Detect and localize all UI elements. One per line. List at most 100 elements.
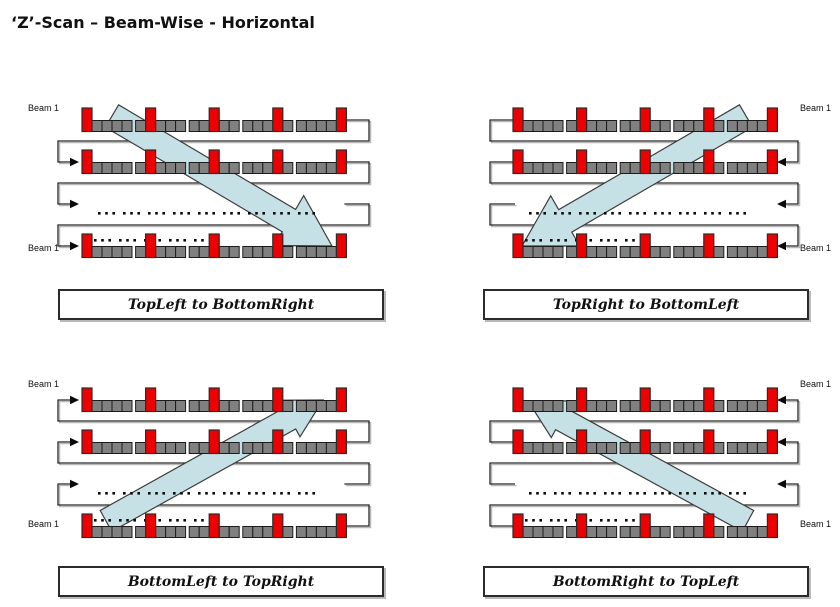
ellipsis-dot: [611, 212, 614, 215]
ellipsis-dot: [198, 492, 201, 495]
detector-cell: [325, 400, 337, 412]
detector-cell: [756, 120, 768, 132]
scan-path-line: [489, 119, 799, 163]
beam-marker: [335, 107, 347, 133]
beam-marker: [272, 233, 284, 259]
ellipsis-dot: [589, 519, 592, 522]
ellipsis-dot: [532, 519, 535, 522]
beam-marker: [81, 429, 93, 455]
detector-cell: [619, 162, 631, 174]
ellipsis-dot: [126, 239, 129, 242]
ellipsis-dot: [550, 519, 553, 522]
detector-cell: [242, 400, 254, 412]
ellipsis-dot: [105, 492, 108, 495]
ellipsis-dot: [194, 239, 197, 242]
detector-cell: [619, 120, 631, 132]
detector-cell: [726, 162, 738, 174]
detector-cell: [566, 442, 578, 454]
detector-cell: [155, 120, 167, 132]
detector-cell: [198, 120, 210, 132]
ellipsis-dot: [98, 492, 101, 495]
ellipsis-dot: [112, 492, 115, 495]
beam-label: Beam 1: [800, 379, 832, 389]
detector-cell: [673, 162, 685, 174]
detector-cell: [198, 246, 210, 258]
beam-marker: [81, 149, 93, 175]
ellipsis-dot: [679, 492, 682, 495]
beam-marker: [335, 429, 347, 455]
beam-marker: [335, 149, 347, 175]
detector-cell: [155, 442, 167, 454]
ellipsis-dot: [230, 212, 233, 215]
detector-cell: [629, 442, 641, 454]
beam-marker: [639, 429, 651, 455]
detector-cell: [165, 526, 177, 538]
ellipsis-dot: [230, 492, 233, 495]
beam-row: [512, 149, 779, 175]
detector-cell: [726, 526, 738, 538]
ellipsis-dot: [223, 212, 226, 215]
ellipsis-dot: [173, 492, 176, 495]
detector-cell: [746, 162, 758, 174]
detector-cell: [606, 246, 618, 258]
detector-cell: [242, 162, 254, 174]
scan-path-line: [57, 119, 370, 163]
ellipsis-dot: [255, 212, 258, 215]
ellipsis-dot: [158, 239, 161, 242]
ellipsis-dot: [625, 239, 628, 242]
ellipsis-dot: [686, 492, 689, 495]
detector-cell: [683, 120, 695, 132]
ellipsis-dot: [668, 492, 671, 495]
beam-marker: [81, 387, 93, 413]
detector-cell: [542, 162, 554, 174]
beam-marker: [703, 233, 715, 259]
detector-cell: [165, 442, 177, 454]
ellipsis-dot: [162, 212, 165, 215]
ellipsis-dot: [212, 492, 215, 495]
ellipsis-dot: [148, 492, 151, 495]
detector-cell: [659, 246, 671, 258]
detector-cell: [175, 162, 187, 174]
detector-cell: [295, 526, 307, 538]
detector-cell: [756, 162, 768, 174]
detector-cell: [746, 442, 758, 454]
beam-row: [512, 107, 779, 133]
beam-marker: [145, 233, 157, 259]
ellipsis-dot: [614, 519, 617, 522]
scan-path-line: [489, 203, 799, 247]
beam-marker: [766, 233, 779, 259]
detector-cell: [165, 246, 177, 258]
ellipsis-dot: [668, 212, 671, 215]
ellipsis-dot: [119, 519, 122, 522]
beam-marker: [81, 233, 93, 259]
detector-cell: [262, 526, 274, 538]
detector-cell: [242, 442, 254, 454]
ellipsis-dot: [262, 212, 265, 215]
beam-marker: [145, 429, 157, 455]
detector-cell: [252, 162, 264, 174]
ellipsis-dot: [255, 492, 258, 495]
beam-row: [81, 233, 347, 259]
detector-cell: [305, 120, 317, 132]
detector-cell: [713, 162, 725, 174]
beam-row: [512, 387, 779, 413]
ellipsis-dot: [248, 212, 251, 215]
beam-marker: [703, 387, 715, 413]
beam-row: [512, 233, 779, 259]
detector-cell: [566, 162, 578, 174]
detector-cell: [305, 162, 317, 174]
ellipsis-dot: [579, 492, 582, 495]
ellipsis-dot: [593, 212, 596, 215]
ellipsis-dot: [686, 212, 689, 215]
ellipsis-dot: [133, 519, 136, 522]
ellipsis-dot: [287, 212, 290, 215]
detector-cell: [101, 246, 113, 258]
detector-cell: [262, 400, 274, 412]
detector-cell: [91, 162, 103, 174]
beam-marker: [145, 513, 157, 539]
detector-cell: [736, 526, 748, 538]
scan-path-arrowhead: [70, 479, 79, 489]
beam-row: [81, 149, 347, 175]
ellipsis-row: [98, 212, 315, 215]
beam-row: [81, 429, 347, 455]
